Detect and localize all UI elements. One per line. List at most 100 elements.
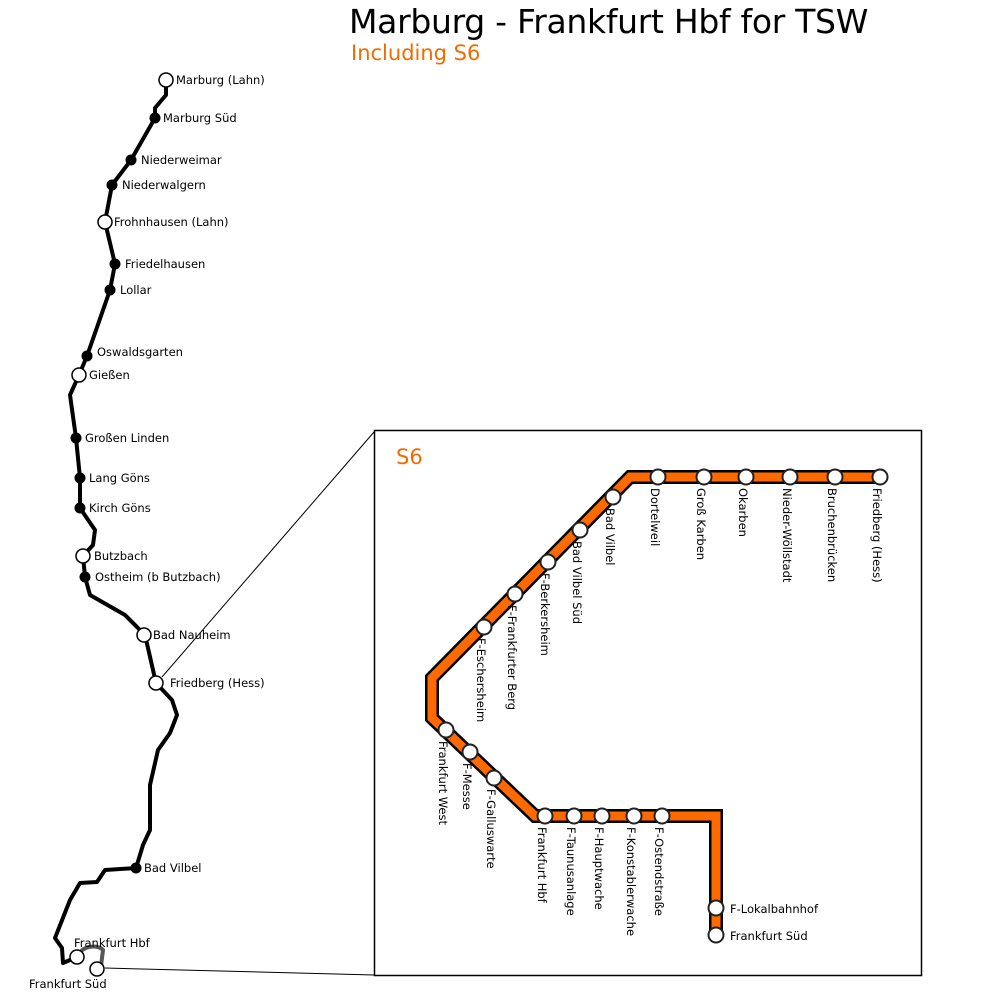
s6-station-f-messe[interactable]: F-Messe <box>460 743 479 810</box>
s6-station-f-hauptwache[interactable]: F-Hauptwache <box>592 807 611 910</box>
station-marker-open <box>148 675 164 691</box>
station-marker-open <box>75 548 91 564</box>
station-marker-filled <box>130 862 142 874</box>
station-label: Friedelhausen <box>125 257 205 271</box>
station-label: Okarben <box>736 488 750 537</box>
s6-inset-title: S6 <box>396 445 423 469</box>
s6-station-f-berkersheim[interactable]: F-Berkersheim <box>538 553 557 656</box>
station-frohnhausen-lahn[interactable]: Frohnhausen (Lahn) <box>97 214 229 230</box>
station-label: Kirch Göns <box>89 501 151 515</box>
inset-connectors <box>104 431 375 976</box>
station-marker-open <box>826 468 844 486</box>
s6-station-dortelweil[interactable]: Dortelweil <box>648 468 667 547</box>
station-label: Bad Vilbel Süd <box>570 541 584 624</box>
s6-station-gro-karben[interactable]: Groß Karben <box>694 468 713 561</box>
station-label: Gießen <box>89 368 130 382</box>
station-label: Frankfurt Süd <box>730 929 808 943</box>
station-niederweimar[interactable]: Niederweimar <box>125 153 222 167</box>
station-marker-open <box>475 618 493 636</box>
station-marker-open <box>539 553 557 571</box>
station-gie-en[interactable]: Gießen <box>71 367 130 383</box>
s6-inset-frame <box>373 429 923 977</box>
station-butzbach[interactable]: Butzbach <box>75 548 148 564</box>
s6-station-frankfurt-west[interactable]: Frankfurt West <box>436 721 455 826</box>
s6-station-bad-vilbel-su-d[interactable]: Bad Vilbel Süd <box>570 521 589 625</box>
s6-station-f-eschersheim[interactable]: F-Eschersheim <box>474 618 493 723</box>
station-friedelhausen[interactable]: Friedelhausen <box>109 257 206 271</box>
s6-station-f-frankfurter-berg[interactable]: F-Frankfurter Berg <box>505 585 524 711</box>
station-ostheim-b-butzbach[interactable]: Ostheim (b Butzbach) <box>79 570 221 584</box>
station-label: F-Galluswarte <box>484 789 498 869</box>
station-label: Bad Vilbel <box>144 861 201 875</box>
station-marker-open <box>781 468 799 486</box>
station-frankfurt-su-d[interactable]: Frankfurt Süd <box>29 961 107 991</box>
station-marker-open <box>737 468 755 486</box>
station-oswaldsgarten[interactable]: Oswaldsgarten <box>81 345 183 362</box>
station-marker-filled <box>74 502 86 514</box>
station-marker-filled <box>70 432 82 444</box>
station-niederwalgern[interactable]: Niederwalgern <box>106 178 206 192</box>
station-marker-filled <box>149 112 161 124</box>
station-marker-open <box>506 585 524 603</box>
station-marker-open <box>571 521 589 539</box>
station-marker-open <box>536 807 554 825</box>
station-marker-open <box>69 949 85 965</box>
s6-station-bad-vilbel[interactable]: Bad Vilbel <box>603 488 622 566</box>
station-frankfurt-hbf[interactable]: Frankfurt Hbf <box>69 936 151 965</box>
station-lollar[interactable]: Lollar <box>104 283 152 297</box>
station-label: Lollar <box>120 283 152 297</box>
station-marker-open <box>71 367 87 383</box>
station-marker-open <box>707 899 725 917</box>
station-marker-filled <box>106 179 118 191</box>
station-gro-en-linden[interactable]: Großen Linden <box>70 431 170 445</box>
station-label: Friedberg (Hess) <box>870 488 884 583</box>
station-marker-open <box>695 468 713 486</box>
station-marburg-lahn[interactable]: Marburg (Lahn) <box>158 72 265 88</box>
station-label: F-Messe <box>460 763 474 810</box>
station-friedberg-hess[interactable]: Friedberg (Hess) <box>148 675 265 691</box>
s6-station-okarben[interactable]: Okarben <box>736 468 755 537</box>
s6-station-f-taunusanlage[interactable]: F-Taunusanlage <box>564 807 583 916</box>
s6-station-frankfurt-hbf[interactable]: Frankfurt Hbf <box>535 807 554 904</box>
station-marburg-su-d[interactable]: Marburg Süd <box>149 111 237 125</box>
station-marker-open <box>871 468 889 486</box>
station-bad-nauheim[interactable]: Bad Nauheim <box>136 627 231 643</box>
station-marker-filled <box>109 258 121 270</box>
station-bad-vilbel[interactable]: Bad Vilbel <box>130 861 202 875</box>
connector-line-bottom <box>104 967 375 976</box>
s6-station-frankfurt-su-d[interactable]: Frankfurt Süd <box>707 926 808 944</box>
station-label: Groß Karben <box>694 488 708 560</box>
s6-station-bruchenbru-cken[interactable]: Bruchenbrücken <box>825 468 844 583</box>
station-label: Marburg Süd <box>163 111 237 125</box>
station-label: Ostheim (b Butzbach) <box>95 570 221 584</box>
s6-station-f-ostendstra-e[interactable]: F-Ostendstraße <box>652 807 671 916</box>
station-marker-open <box>653 807 671 825</box>
connector-line-top <box>161 431 375 678</box>
station-label: Bruchenbrücken <box>825 488 839 582</box>
station-marker-filled <box>104 284 116 296</box>
station-marker-filled <box>74 472 86 484</box>
station-marker-open <box>604 488 622 506</box>
station-label: Frohnhausen (Lahn) <box>114 215 229 229</box>
station-marker-open <box>707 926 725 944</box>
station-marker-open <box>97 214 113 230</box>
s6-station-nieder-wo-llstadt[interactable]: Nieder-Wöllstadt <box>780 468 799 583</box>
station-marker-filled <box>81 350 93 362</box>
station-marker-open <box>649 468 667 486</box>
station-label: F-Hauptwache <box>592 827 606 910</box>
station-marker-open <box>565 807 583 825</box>
s6-station-f-galluswarte[interactable]: F-Galluswarte <box>484 769 503 869</box>
station-lang-go-ns[interactable]: Lang Göns <box>74 471 150 485</box>
s6-station-f-konstablerwache[interactable]: F-Konstablerwache <box>624 807 643 937</box>
station-marker-open <box>89 961 105 977</box>
station-label: Lang Göns <box>89 471 150 485</box>
station-kirch-go-ns[interactable]: Kirch Göns <box>74 501 151 515</box>
station-label: Bad Vilbel <box>603 508 617 565</box>
station-marker-filled <box>79 571 91 583</box>
station-marker-filled <box>125 154 137 166</box>
s6-station-f-lokalbahnhof[interactable]: F-Lokalbahnhof <box>707 899 819 917</box>
s6-station-friedberg-hess[interactable]: Friedberg (Hess) <box>870 468 889 583</box>
station-label: Butzbach <box>94 549 148 563</box>
station-label: Oswaldsgarten <box>97 345 183 359</box>
